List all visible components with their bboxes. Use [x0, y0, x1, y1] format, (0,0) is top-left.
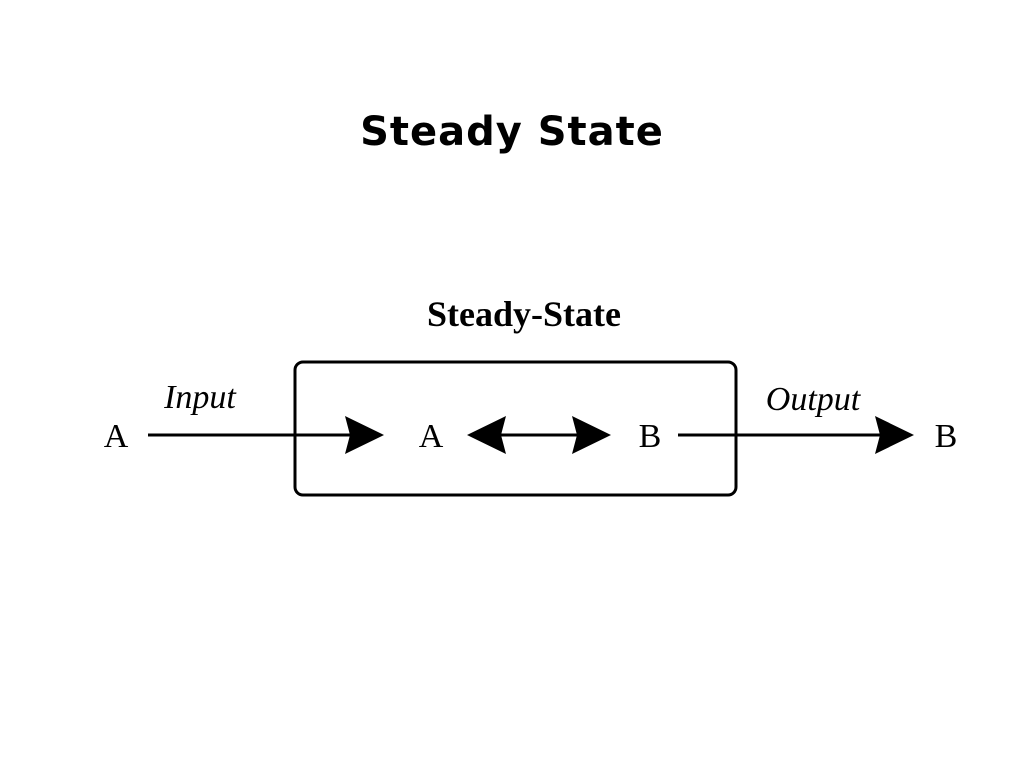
output-arrow	[678, 416, 914, 454]
box-label: Steady-State	[427, 294, 621, 334]
left-species-label: A	[104, 418, 129, 455]
slide-title: Steady State	[360, 109, 664, 155]
inner-left-species-label: A	[419, 418, 444, 455]
output-label: Output	[766, 381, 862, 418]
input-label: Input	[163, 379, 237, 416]
steady-state-box	[293, 360, 738, 497]
input-arrow	[148, 416, 384, 454]
right-species-label: B	[935, 418, 958, 455]
inner-right-species-label: B	[639, 418, 662, 455]
equilibrium-arrow	[467, 416, 611, 454]
